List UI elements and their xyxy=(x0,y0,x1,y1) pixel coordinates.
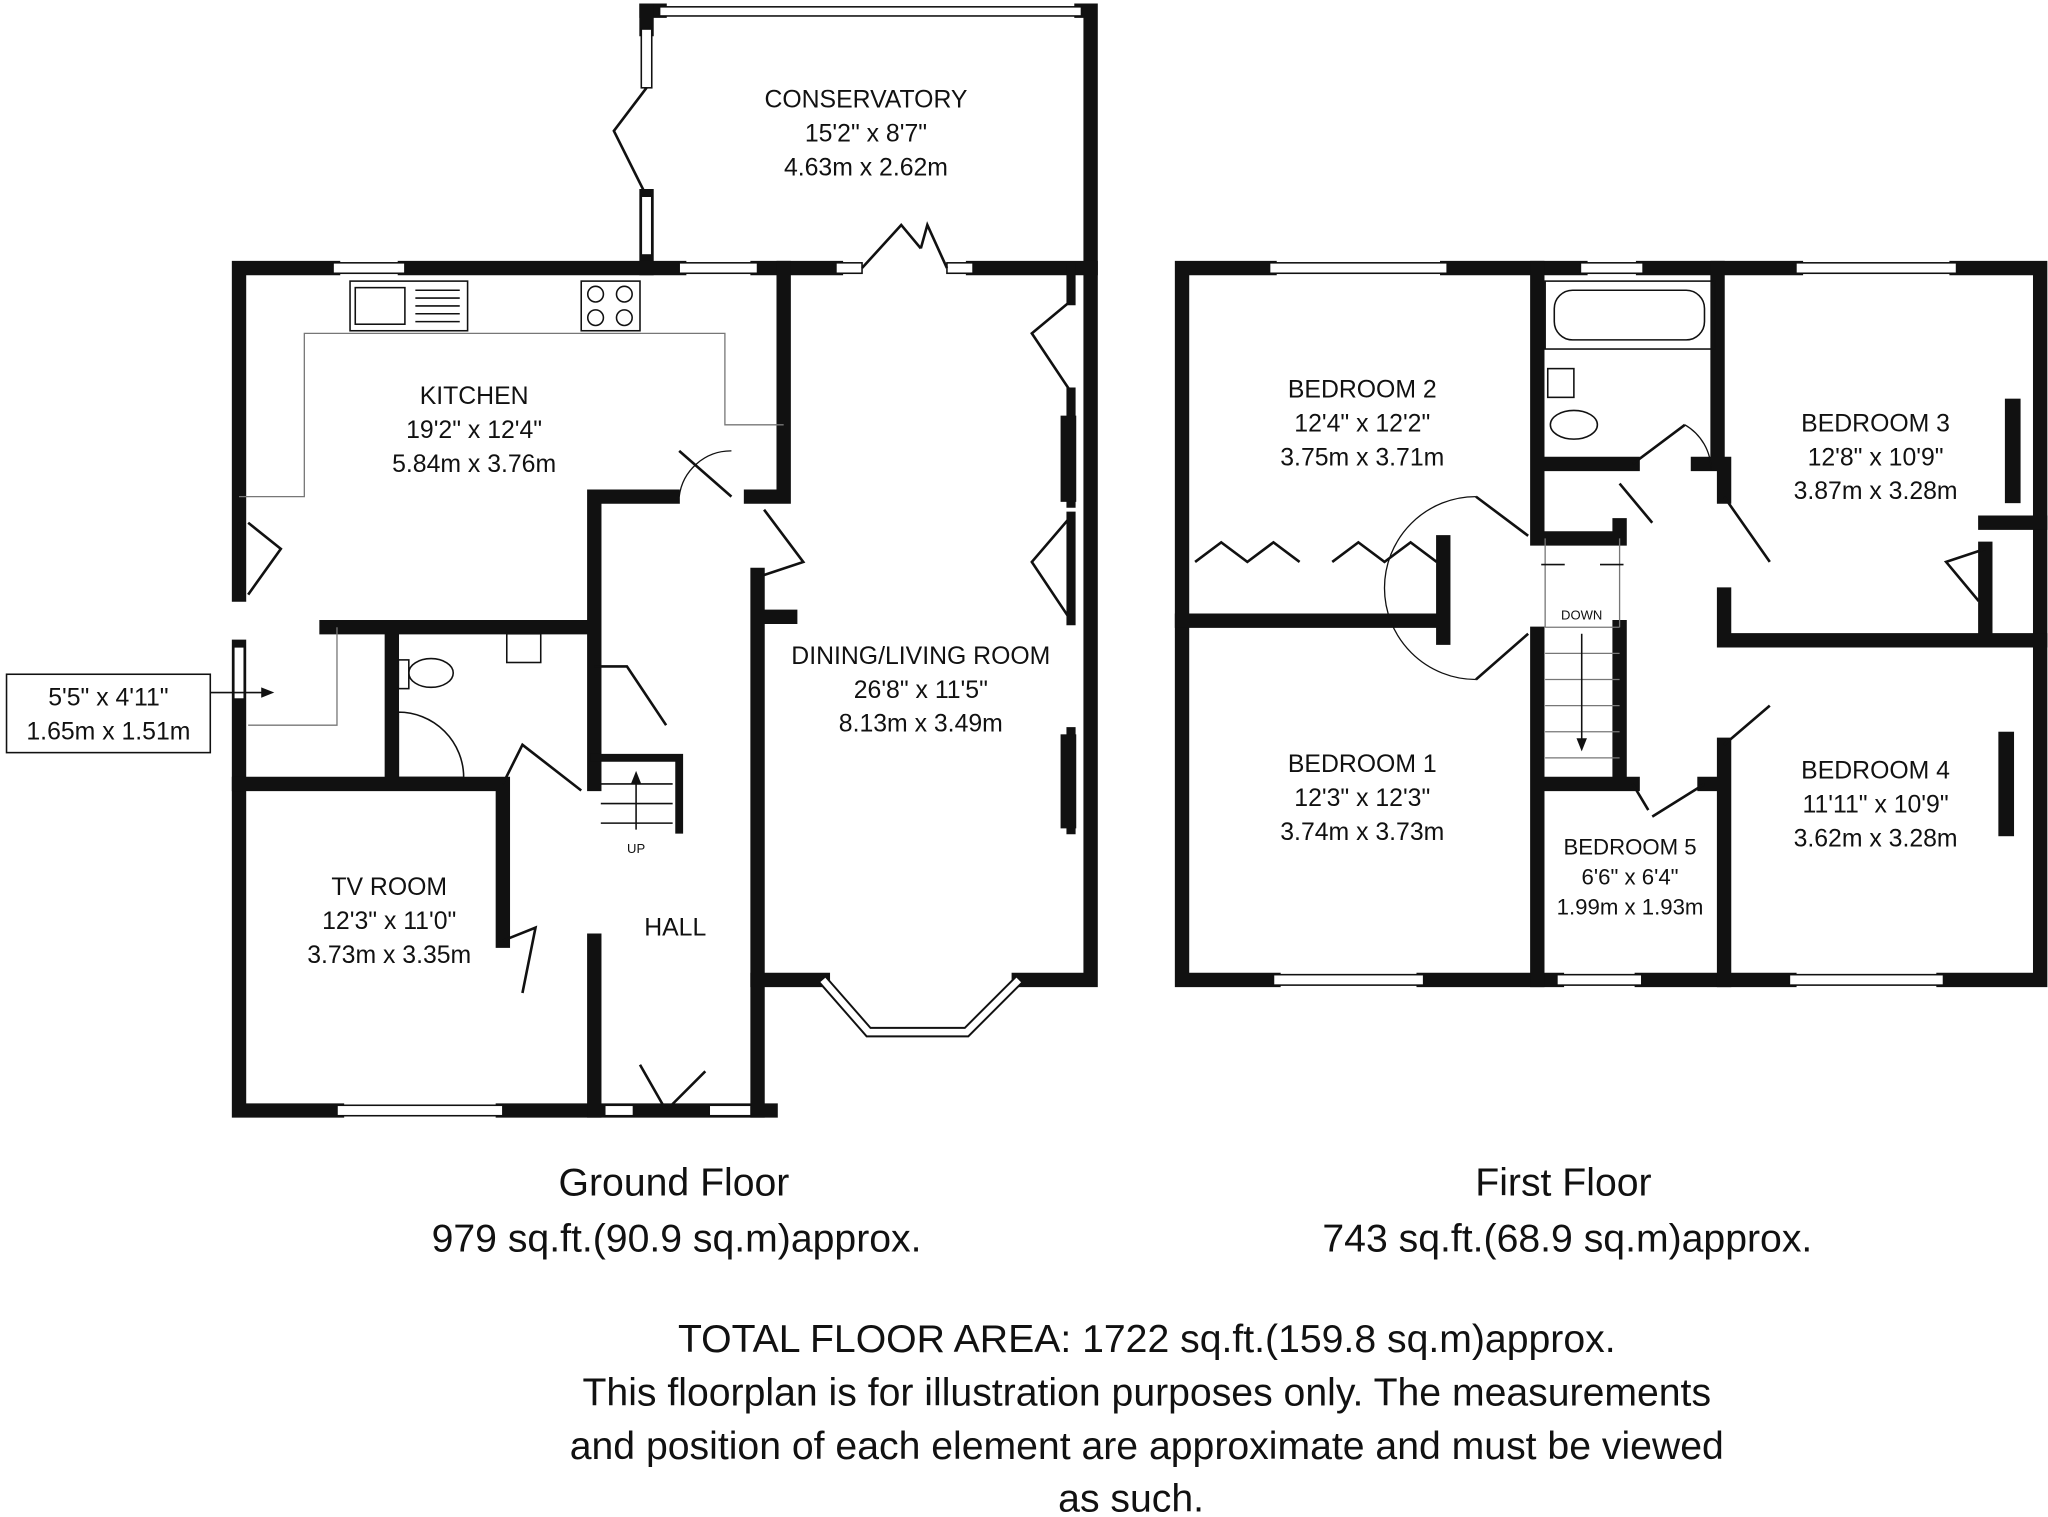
sink-icon xyxy=(349,280,469,332)
conservatory-walls xyxy=(612,3,1098,276)
stairs-down-label: DOWN xyxy=(1561,607,1602,622)
toilet-icon xyxy=(408,657,455,689)
svg-text:BEDROOM 4: BEDROOM 4 xyxy=(1801,758,1950,785)
svg-text:26'8" x 11'5": 26'8" x 11'5" xyxy=(854,677,988,704)
room-label-bedroom-2: BEDROOM 2 12'4" x 12'2" 3.75m x 3.71m xyxy=(1280,376,1444,471)
ground-floor-title: Ground Floor xyxy=(559,1161,790,1204)
toilet-icon xyxy=(1549,409,1599,440)
svg-text:3.62m x 3.28m: 3.62m x 3.28m xyxy=(1794,826,1958,853)
disclaimer-line-2: and position of each element are approxi… xyxy=(570,1425,1724,1468)
svg-text:11'11" x 10'9": 11'11" x 10'9" xyxy=(1803,792,1949,819)
first-floor-plan: DOWN BEDROOM 2 12'4" x 12'2" 3.75m x 3.7… xyxy=(1174,260,2048,988)
svg-text:BEDROOM 1: BEDROOM 1 xyxy=(1288,751,1437,778)
svg-text:BEDROOM 3: BEDROOM 3 xyxy=(1801,410,1950,437)
svg-text:TV ROOM: TV ROOM xyxy=(331,874,447,901)
svg-text:3.73m x 3.35m: 3.73m x 3.35m xyxy=(307,942,471,969)
utility-dimension-callout xyxy=(5,673,212,754)
disclaimer-line-1: This floorplan is for illustration purpo… xyxy=(583,1372,1712,1415)
svg-text:DINING/LIVING ROOM: DINING/LIVING ROOM xyxy=(791,643,1050,670)
room-label-bedroom-4: BEDROOM 4 11'11" x 10'9" 3.62m x 3.28m xyxy=(1794,758,1958,853)
stairs-up-label: UP xyxy=(627,841,645,856)
svg-text:4.63m x 2.62m: 4.63m x 2.62m xyxy=(784,154,948,181)
basin-icon xyxy=(505,632,542,664)
bath-icon xyxy=(1544,280,1716,350)
svg-text:1.99m x 1.93m: 1.99m x 1.93m xyxy=(1557,895,1704,920)
svg-text:KITCHEN: KITCHEN xyxy=(420,383,529,410)
svg-text:5.84m x 3.76m: 5.84m x 3.76m xyxy=(392,451,556,478)
room-label-tv-room: TV ROOM 12'3" x 11'0" 3.73m x 3.35m xyxy=(307,874,471,969)
ground-floor-plan: UP 5'5" x 4'11" 1.65m x 1.51m CONSERVATO… xyxy=(5,3,1098,1118)
shower-icon xyxy=(397,711,465,779)
first-floor-area: 743 sq.ft.(68.9 sq.m)approx. xyxy=(1322,1218,1812,1261)
svg-text:12'4" x 12'2": 12'4" x 12'2" xyxy=(1294,410,1430,437)
svg-text:3.75m x 3.71m: 3.75m x 3.71m xyxy=(1280,444,1444,471)
svg-text:12'3" x 12'3": 12'3" x 12'3" xyxy=(1294,785,1430,812)
room-label-kitchen: KITCHEN 19'2" x 12'4" 5.84m x 3.76m xyxy=(392,383,556,478)
room-label-bedroom-1: BEDROOM 1 12'3" x 12'3" 3.74m x 3.73m xyxy=(1280,751,1444,846)
room-label-dining-living: DINING/LIVING ROOM 26'8" x 11'5" 8.13m x… xyxy=(791,643,1050,738)
hob-icon xyxy=(580,280,641,332)
disclaimer-line-3: as such. xyxy=(1058,1477,1204,1517)
svg-text:3.87m x 3.28m: 3.87m x 3.28m xyxy=(1794,478,1958,505)
svg-text:CONSERVATORY: CONSERVATORY xyxy=(764,86,967,113)
svg-text:12'8" x 10'9": 12'8" x 10'9" xyxy=(1808,444,1944,471)
basin-icon xyxy=(1546,367,1575,399)
callout-metric: 1.65m x 1.51m xyxy=(26,719,190,746)
callout-imperial: 5'5" x 4'11" xyxy=(48,685,168,712)
svg-text:3.74m x 3.73m: 3.74m x 3.73m xyxy=(1280,819,1444,846)
first-floor-title: First Floor xyxy=(1475,1161,1651,1204)
ground-stairs: UP xyxy=(590,753,684,856)
room-label-conservatory: CONSERVATORY 15'2" x 8'7" 4.63m x 2.62m xyxy=(764,86,967,181)
total-floor-area: TOTAL FLOOR AREA: 1722 sq.ft.(159.8 sq.m… xyxy=(678,1318,1616,1361)
svg-text:19'2" x 12'4": 19'2" x 12'4" xyxy=(406,417,542,444)
svg-text:BEDROOM 2: BEDROOM 2 xyxy=(1288,376,1437,403)
ground-floor-area: 979 sq.ft.(90.9 sq.m)approx. xyxy=(432,1218,922,1261)
svg-text:8.13m x 3.49m: 8.13m x 3.49m xyxy=(839,711,1003,738)
ground-outer-walls xyxy=(231,260,1098,1118)
room-label-hall: HALL xyxy=(644,914,706,941)
room-label-bedroom-5: BEDROOM 5 6'6" x 6'4" 1.99m x 1.93m xyxy=(1557,834,1704,919)
first-internal-walls xyxy=(1174,260,2048,988)
svg-text:15'2" x 8'7": 15'2" x 8'7" xyxy=(805,120,927,147)
svg-text:6'6" x 6'4": 6'6" x 6'4" xyxy=(1582,865,1679,890)
svg-text:12'3" x 11'0": 12'3" x 11'0" xyxy=(322,908,456,935)
svg-text:BEDROOM 5: BEDROOM 5 xyxy=(1563,834,1696,859)
room-label-bedroom-3: BEDROOM 3 12'8" x 10'9" 3.87m x 3.28m xyxy=(1794,410,1958,505)
first-stairs: DOWN xyxy=(1541,538,1624,759)
